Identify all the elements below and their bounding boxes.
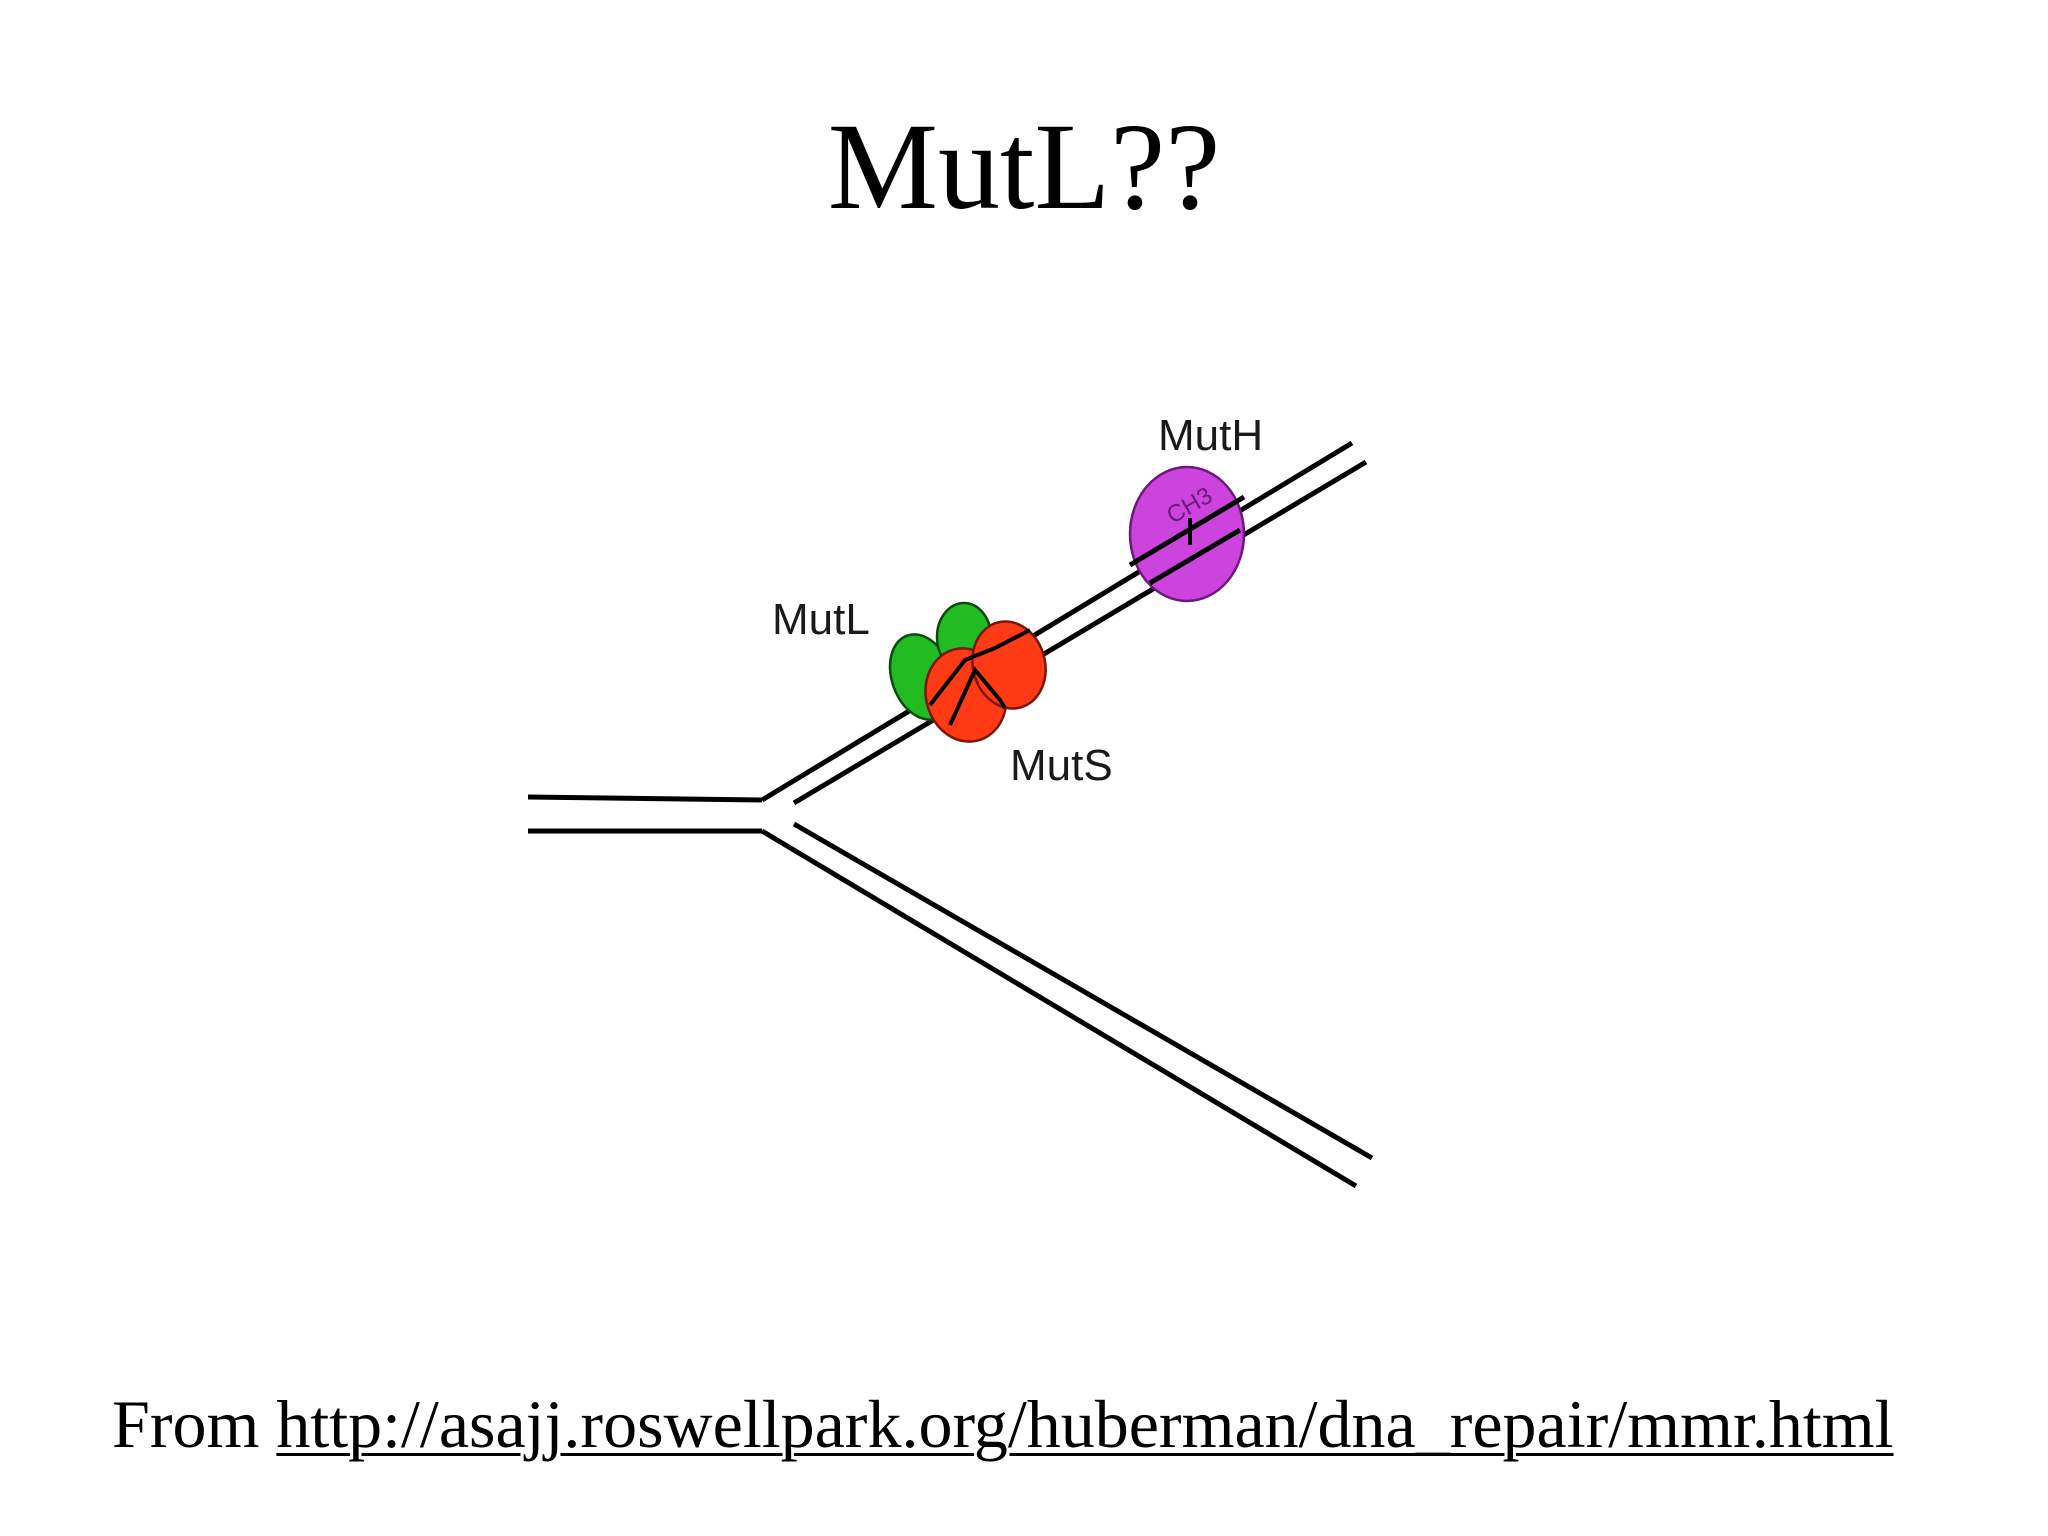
muth-ellipse — [1128, 465, 1246, 603]
muth-protein: CH3 — [1128, 465, 1246, 603]
source-link[interactable]: http://asajj.roswellpark.org/huberman/dn… — [276, 1386, 1894, 1462]
muts-label: MutS — [1010, 741, 1113, 790]
muth-label: MutH — [1158, 411, 1263, 460]
dna-strands — [527, 440, 1374, 1189]
mutl-label: MutL — [772, 595, 870, 644]
lower-arm-strand-inner — [760, 828, 1358, 1189]
muts-protein — [924, 620, 1047, 743]
credit-prefix: From — [112, 1386, 277, 1462]
upper-arm-strand-outer — [760, 440, 1354, 803]
parent-strand-top — [527, 794, 763, 803]
source-credit: From http://asajj.roswellpark.org/huberm… — [112, 1390, 1894, 1458]
lower-arm-strand-outer — [792, 821, 1374, 1161]
upper-arm-strand-inner — [792, 459, 1368, 806]
slide-title: MutL?? — [827, 98, 1221, 235]
